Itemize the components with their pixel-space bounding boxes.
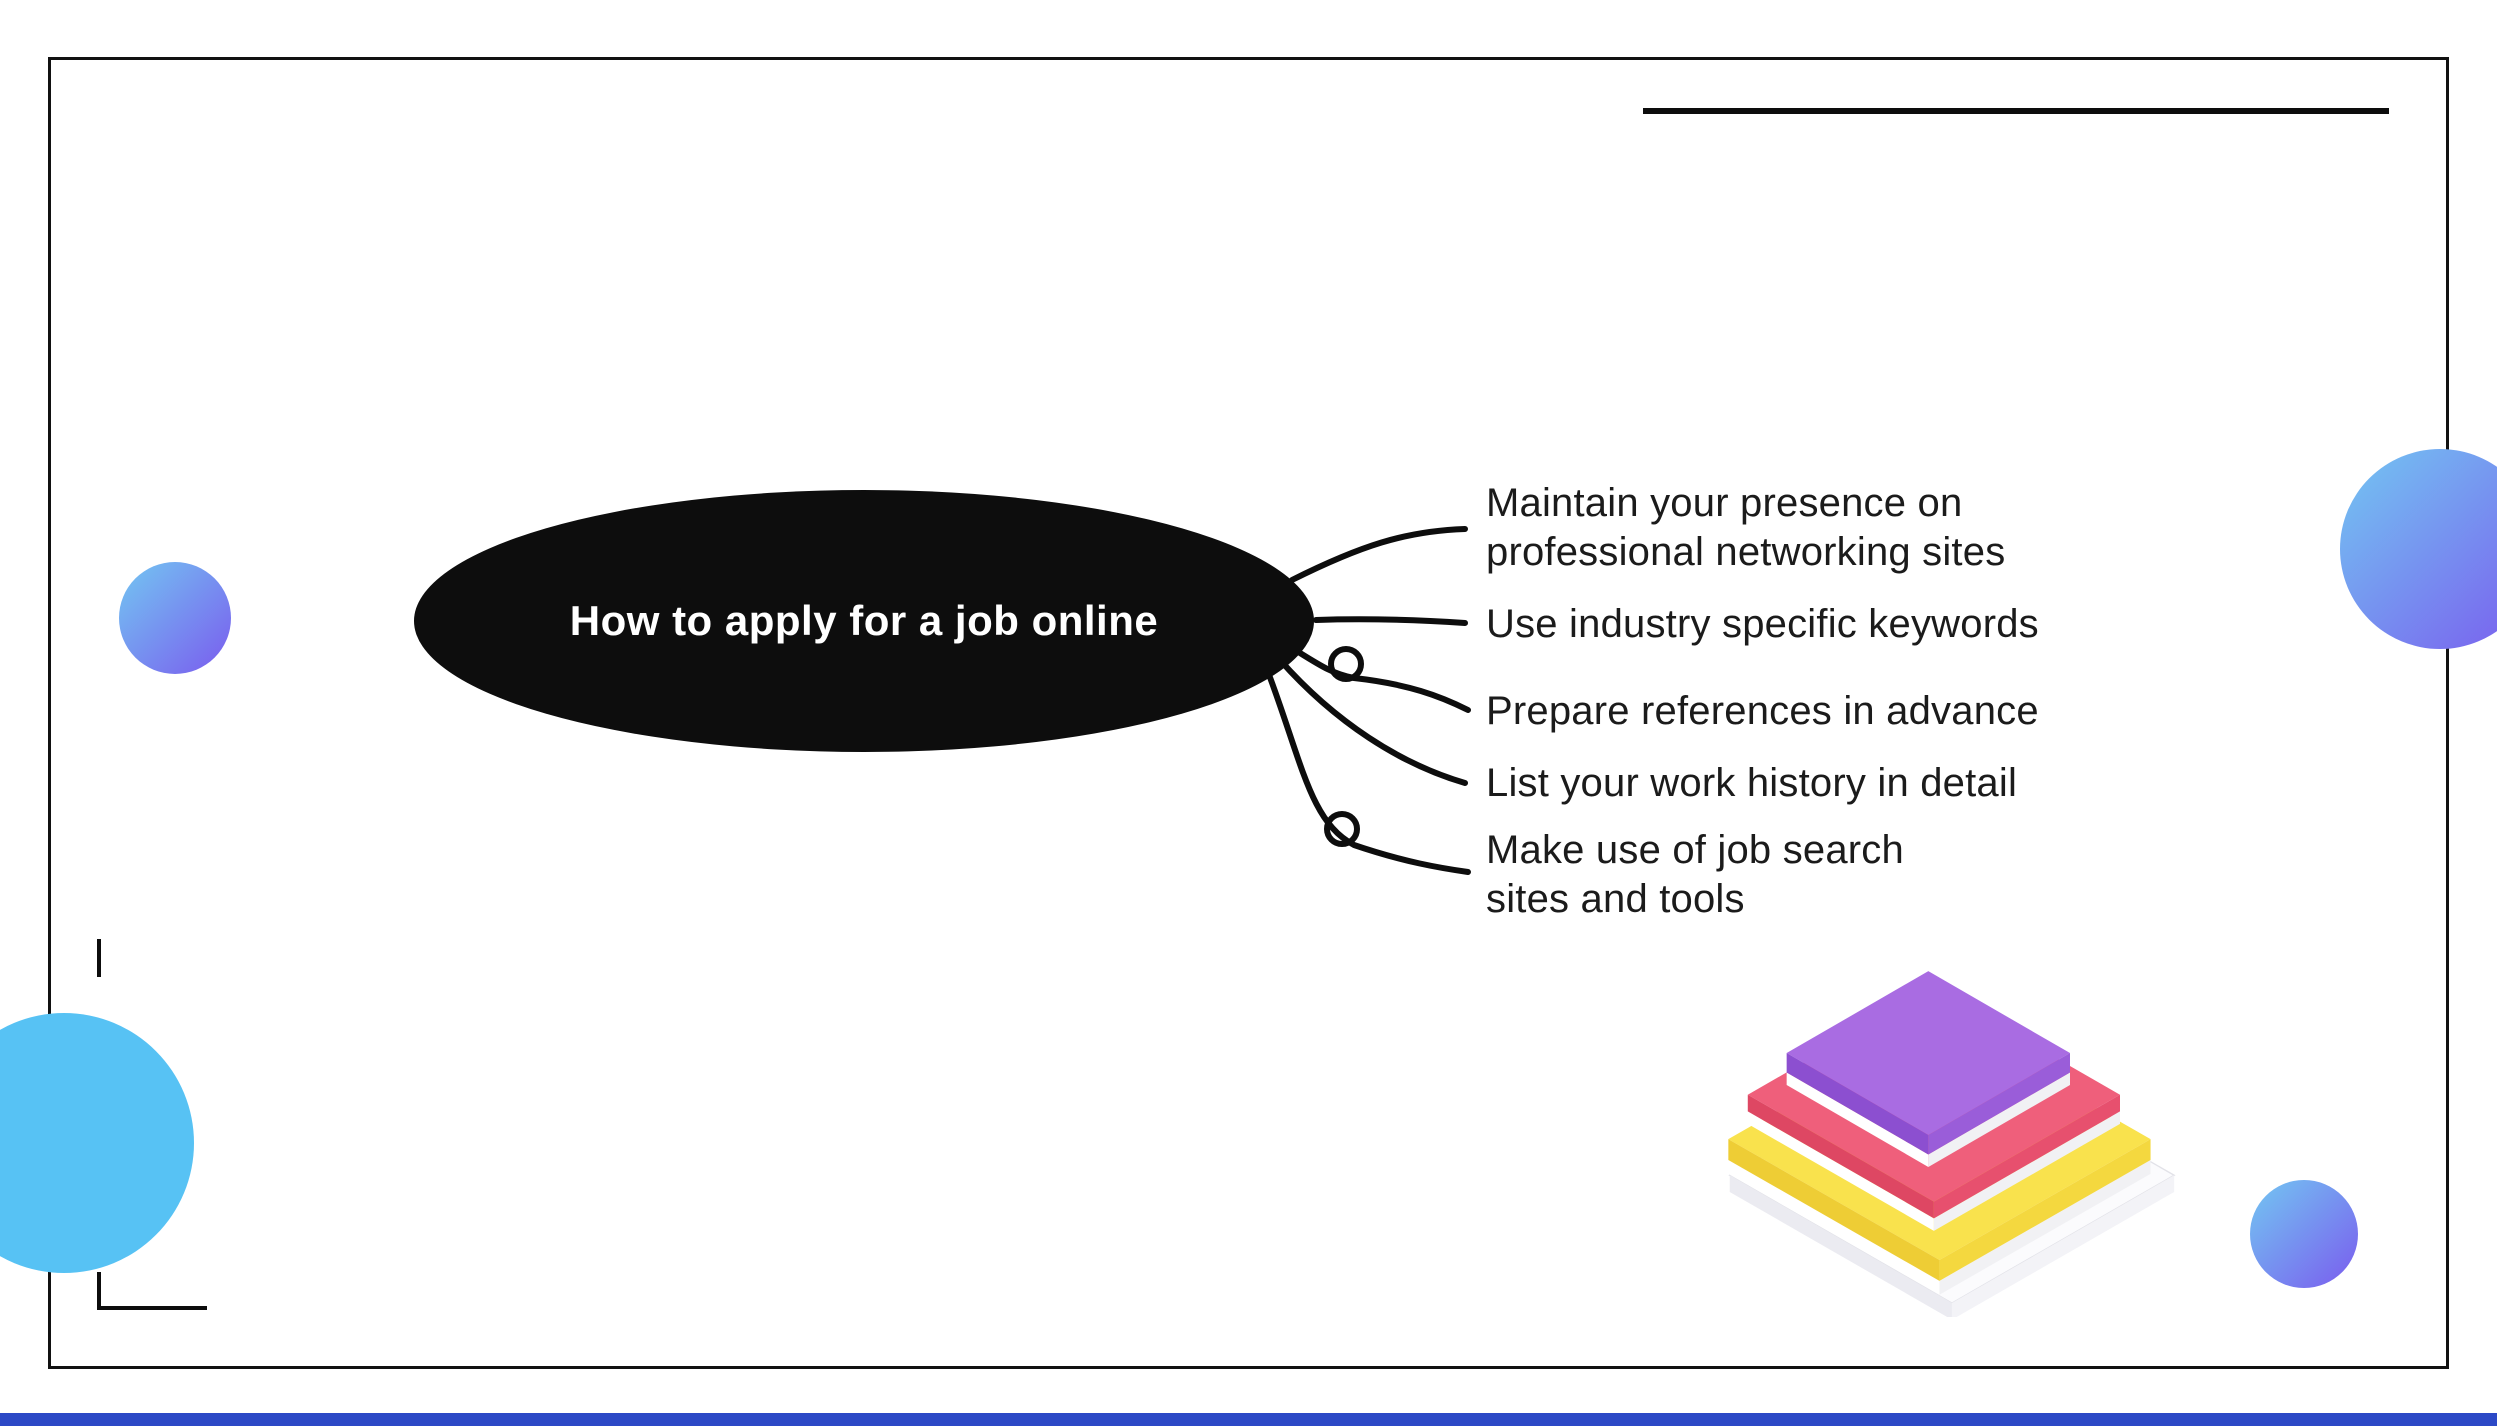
bottom-strip — [0, 1413, 2497, 1426]
branch-loop — [1324, 811, 1360, 847]
decorative-line — [1643, 108, 2389, 114]
central-topic-label: How to apply for a job online — [569, 597, 1159, 644]
corner-bracket — [97, 1272, 101, 1310]
branch-label: List your work history in detail — [1486, 761, 2018, 805]
branch-curve — [1289, 526, 1468, 583]
corner-bracket — [97, 939, 101, 977]
corner-bracket — [97, 1306, 207, 1310]
gradient-circle-icon — [2340, 449, 2497, 649]
books-stack-illustration — [1728, 971, 2176, 1317]
gradient-circle-icon — [119, 562, 231, 674]
book-purple — [1786, 971, 2070, 1167]
gradient-circle-icon — [2250, 1180, 2358, 1288]
branch-loop — [1328, 646, 1364, 682]
branch-curve — [1313, 616, 1468, 626]
branch-curve — [1277, 657, 1468, 786]
branch-label: Use industry specific keywords — [1486, 602, 2039, 646]
branch-label: Maintain your presence on professional n… — [1486, 481, 2006, 574]
branch-label: Prepare references in advance — [1486, 689, 2039, 733]
frame-border — [48, 57, 2449, 1369]
branch-curve — [1265, 669, 1471, 875]
branch-label: Make use of job search sites and tools — [1486, 828, 1904, 921]
central-topic: How to apply for a job online — [414, 490, 1314, 752]
